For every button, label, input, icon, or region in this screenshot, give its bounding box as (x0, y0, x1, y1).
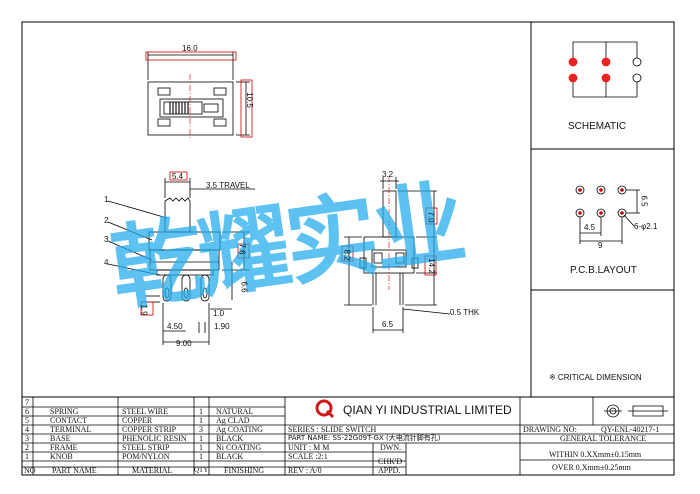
bom-qty: 3 (199, 425, 203, 434)
bom-material: STEEL STRIP (122, 443, 170, 452)
part-name: PART NAME: SS-22G09T-GX (大电流针脚有孔) (288, 434, 441, 442)
callout-3: 3 (104, 235, 109, 244)
bom-part: TERMINAL (50, 425, 92, 434)
callout-1: 1 (104, 195, 109, 204)
dim-pin-height: 6.6 (239, 281, 249, 293)
bom-header-no: NO (24, 466, 36, 475)
bom-header-qty: QTY (194, 466, 209, 474)
bom-material: COPPER STRIP (122, 425, 177, 434)
dim-top-height: 10.5 (244, 92, 254, 108)
chkd-label: CHK'D (378, 457, 403, 466)
dim-front-knob-height: 7.0 (426, 211, 436, 223)
bom-part: CONTACT (50, 416, 88, 425)
title-block-grid (22, 397, 674, 475)
bom-part: SPRING (50, 407, 79, 416)
bom-finish: BLACK (216, 434, 244, 443)
bom-finish: Ni COATING (216, 443, 262, 452)
dwn-label: DWN. (380, 443, 402, 452)
dim-thickness: 0.5 THK (450, 308, 480, 317)
drawing-no: QY-ENL-40217-1 (601, 425, 660, 434)
bom-header-material: MATERIAL (132, 466, 173, 475)
bom-no: 4 (25, 425, 29, 434)
callout-4: 4 (104, 258, 109, 267)
bom-material: POM/NYLON (122, 452, 170, 461)
bom-material: STEEL WIRE (122, 407, 168, 416)
top-view (145, 51, 253, 138)
dim-travel: 3.5 TRAVEL (206, 181, 250, 190)
tolerance-within: WITHIN 0.XXmm±0.15mm (549, 450, 642, 459)
bom-qty: 1 (199, 416, 203, 425)
bom-no: 6 (25, 407, 29, 416)
scale: SCALE :2:1 (288, 452, 328, 461)
company-name: QIAN YI INDUSTRIAL LIMITED (343, 403, 512, 417)
dim-knob-width: 5.4 (172, 172, 184, 181)
series-label: SERIES : SLIDE SWITCH (288, 425, 377, 434)
bom-part: KNOB (50, 452, 73, 461)
tolerance-over: OVER 0.Xmm±0.25mm (552, 463, 631, 472)
critical-dimension-note: ※ CRITICAL DIMENSION (549, 373, 642, 382)
schematic-title: SCHEMATIC (568, 121, 627, 132)
pcb-dim-rows: 6.5 (639, 195, 649, 207)
dim-body-height: 7.6 (237, 243, 247, 255)
bom-qty: 1 (199, 434, 203, 443)
revision: REV : A/0 (288, 466, 322, 475)
dim-front-pin-length: 14.2 (426, 258, 436, 274)
bom-header-finish: FINISHING (224, 466, 264, 475)
pcb-dim-pitch: 4.5 (584, 223, 596, 232)
bom-finish: Ag COATING (216, 425, 263, 434)
schematic-diagram (568, 41, 642, 98)
bom-qty: 1 (199, 407, 203, 416)
front-view (341, 176, 451, 333)
bom-finish: NATURAL (216, 407, 254, 416)
bom-header-part: PART NAME (52, 466, 97, 475)
dim-pin-span: 9.00 (176, 339, 192, 348)
dim-pin-gap: 1.90 (214, 322, 230, 331)
dim-pin-width: 1.0 (213, 309, 225, 318)
bom-material: PHENOLIC RESIN (122, 434, 187, 443)
dim-top-width: 16.0 (182, 44, 198, 53)
projection-symbol (604, 404, 668, 418)
dim-front-pin-span: 6.5 (382, 320, 394, 329)
bom-finish: BLACK (216, 452, 244, 461)
dim-front-height: 8.2 (342, 249, 352, 261)
pcb-dim-span: 9 (598, 241, 603, 250)
pcb-title: P.C.B.LAYOUT (570, 265, 637, 276)
pcb-layout-diagram (575, 185, 640, 244)
bom-qty: 1 (199, 452, 203, 461)
bom-no: 7 (25, 398, 29, 407)
sheet-border (21, 21, 675, 476)
pcb-hole-callout: 6-φ2.1 (634, 222, 658, 231)
dim-hole: 1.9 (139, 304, 149, 316)
bom-no: 1 (25, 452, 29, 461)
bom-part: BASE (50, 434, 71, 443)
tolerance-title: GENERAL TOLERANCE (560, 434, 647, 443)
dim-front-knob: 3.2 (382, 170, 394, 179)
bom-part: FRAME (50, 443, 78, 452)
unit: UNIT : M M (288, 443, 330, 452)
callout-2: 2 (104, 216, 109, 225)
dim-pin-pitch: 4.50 (167, 322, 183, 331)
bom-no: 3 (25, 434, 29, 443)
bom-material: COPPER (122, 416, 153, 425)
bom-no: 2 (25, 443, 29, 452)
company-logo (315, 399, 335, 419)
appd-label: APPD. (378, 466, 401, 475)
drawing-no-label: DRAWING NO: (523, 425, 577, 434)
bom-no: 5 (25, 416, 29, 425)
bom-qty: 1 (199, 443, 203, 452)
bom-finish: Ag CLAD (216, 416, 250, 425)
side-view (107, 171, 255, 345)
